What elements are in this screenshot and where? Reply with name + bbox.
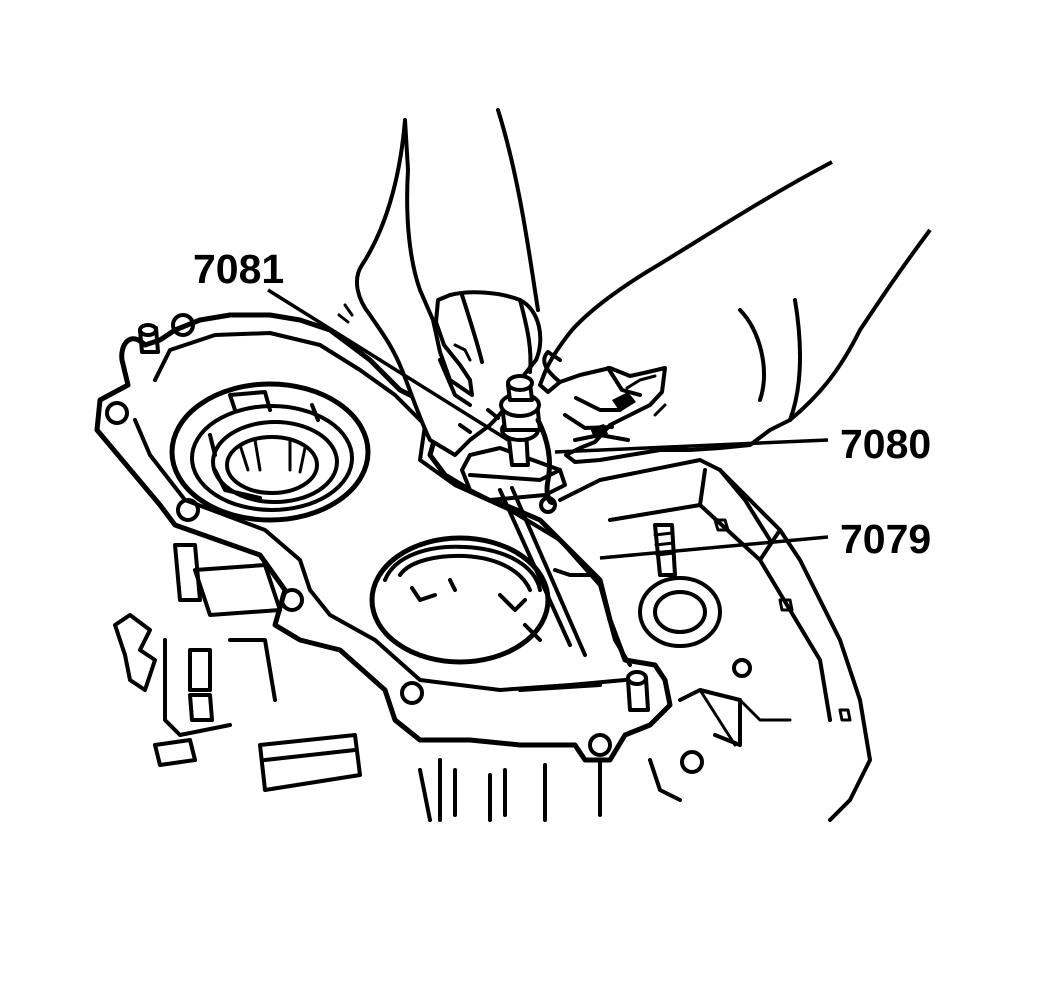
callout-7079: 7079 [840, 516, 931, 562]
left-mount-features [113, 543, 362, 792]
tool-assembly [458, 374, 587, 657]
case-body [418, 458, 872, 822]
left-hand [337, 108, 543, 457]
left-bearing-bore [169, 381, 371, 523]
callout-7081: 7081 [193, 246, 284, 292]
callout-leaders [267, 288, 829, 560]
callout-7080: 7080 [840, 421, 931, 467]
center-bore [369, 535, 551, 665]
front-cover-plate [94, 312, 673, 763]
leader-7079 [599, 535, 829, 560]
right-hand [538, 160, 932, 464]
leader-7080 [554, 438, 829, 454]
leader-7081 [267, 288, 509, 442]
